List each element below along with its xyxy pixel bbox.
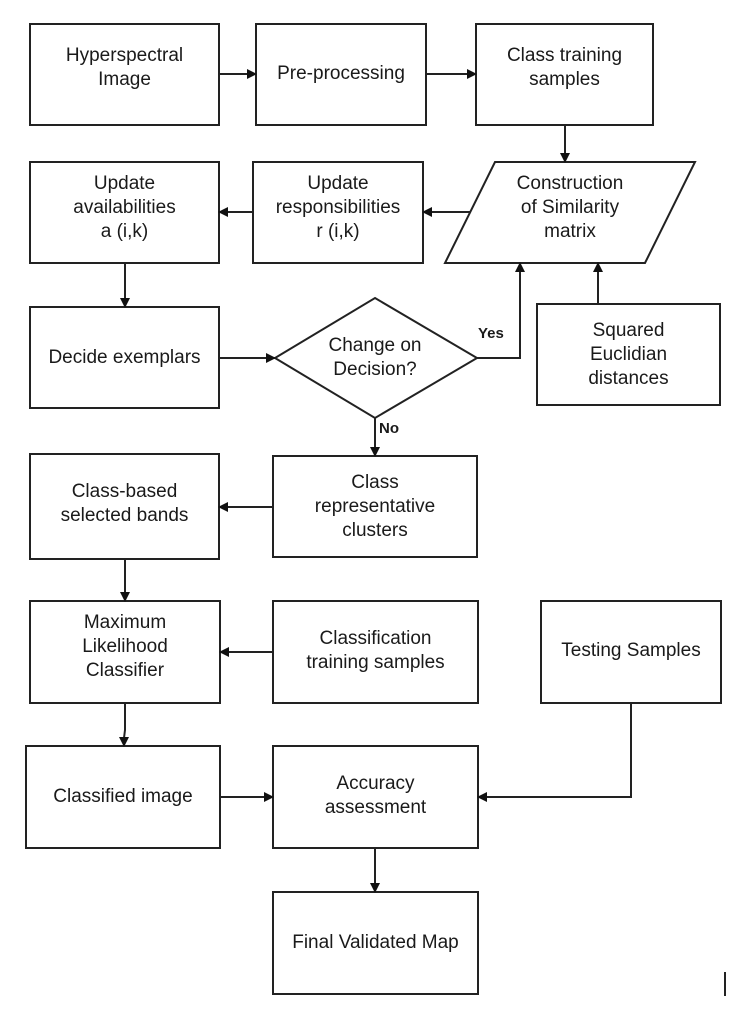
label-class-rep: Class representative clusters — [314, 471, 436, 541]
edge-change-similarity-yes — [477, 262, 525, 359]
label-final: Final Validated Map — [292, 932, 459, 953]
edge-label-yes: Yes — [478, 325, 504, 342]
label-change: Change on Decision? — [328, 335, 422, 380]
label-classif-training: Classification training samples — [306, 628, 445, 673]
edge-testing-accuracy — [477, 703, 632, 802]
label-mlc: Maximum Likelihood Classifier — [82, 612, 168, 681]
label-preprocessing: Pre-processing — [277, 63, 405, 84]
label-class-based: Class-based selected bands — [60, 481, 189, 526]
label-squared: Squared Euclidian distances — [588, 319, 669, 389]
label-accuracy: Accuracy assessment — [324, 773, 427, 818]
label-testing: Testing Samples — [561, 640, 701, 661]
edge-mlc-classified — [119, 703, 129, 747]
label-update-resp: Update responsibilities r (i,k) — [275, 173, 401, 242]
label-classified: Classified image — [53, 786, 193, 807]
edge-label-no: No — [379, 420, 399, 437]
label-update-avail: Update availabilities a (i,k) — [73, 173, 176, 242]
label-similarity: Construction of Similarity matrix — [516, 173, 624, 242]
label-hyperspectral: Hyperspectral Image — [65, 45, 184, 90]
node-similarity — [443, 161, 697, 264]
node-squared — [536, 303, 721, 406]
label-class-training: Class training samples — [506, 45, 623, 90]
label-decide: Decide exemplars — [48, 346, 201, 368]
